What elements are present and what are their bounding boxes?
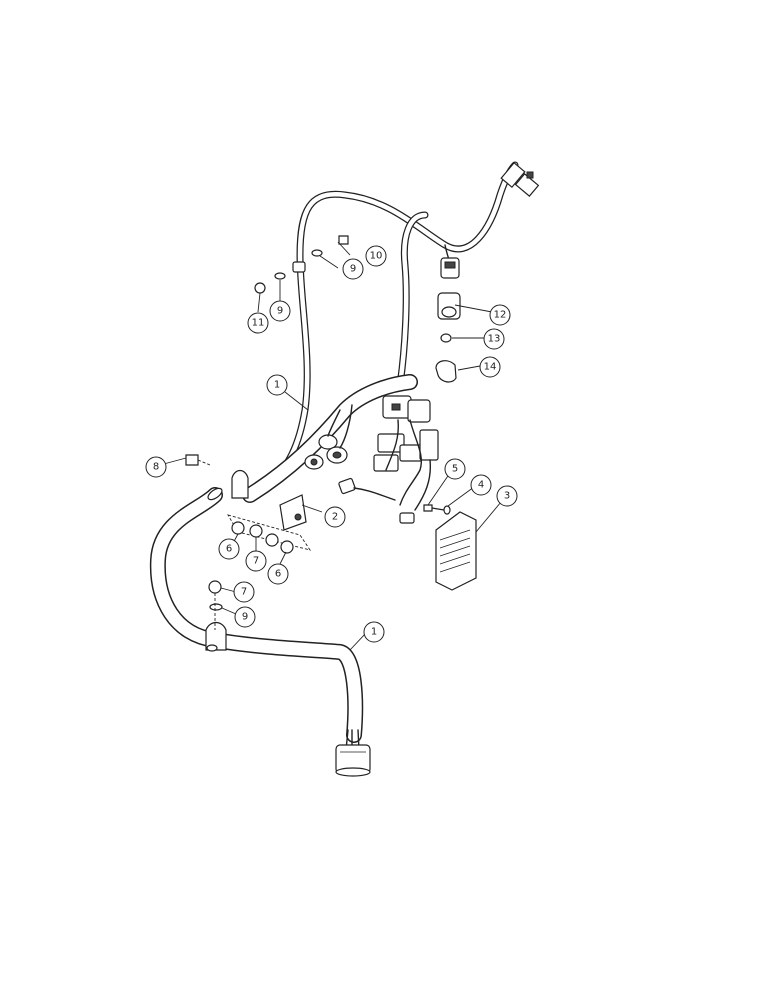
callout-label: 11 — [252, 318, 265, 329]
callout-label: 9 — [277, 306, 283, 317]
callout-9a: 9 — [342, 258, 364, 280]
callout-5: 5 — [444, 458, 466, 480]
callout-9c: 9 — [234, 606, 256, 628]
callout-12: 12 — [489, 304, 511, 326]
callout-label: 9 — [242, 612, 248, 623]
callout-label: 10 — [370, 251, 383, 262]
callout-label: 2 — [332, 512, 338, 523]
callout-label: 9 — [350, 264, 356, 275]
callout-13: 13 — [483, 328, 505, 350]
callout-label: 1 — [274, 380, 280, 391]
callout-label: 8 — [153, 462, 159, 473]
ignition-parts — [435, 257, 461, 383]
callout-7a: 7 — [245, 550, 267, 572]
callout-8: 8 — [145, 456, 167, 478]
callout-label: 4 — [478, 480, 484, 491]
callout-label: 7 — [241, 587, 247, 598]
callout-label: 13 — [488, 334, 501, 345]
callout-4: 4 — [470, 474, 492, 496]
module-3 — [423, 504, 477, 591]
connector-cluster — [304, 395, 439, 524]
lower-harness — [149, 487, 371, 777]
callout-label: 14 — [484, 362, 497, 373]
bracket-parts — [185, 454, 312, 630]
callout-14: 14 — [479, 356, 501, 378]
callout-label: 5 — [452, 464, 458, 475]
callout-10: 10 — [365, 245, 387, 267]
upper-harness — [242, 161, 540, 503]
callout-label: 7 — [253, 556, 259, 567]
callout-label: 6 — [275, 569, 281, 580]
callout-label: 1 — [371, 627, 377, 638]
callout-11: 11 — [247, 312, 269, 334]
callout-2: 2 — [324, 506, 346, 528]
callout-9b: 9 — [269, 300, 291, 322]
callout-3: 3 — [496, 485, 518, 507]
callout-7b: 7 — [233, 581, 255, 603]
callout-1-lower: 1 — [363, 621, 385, 643]
callout-label: 12 — [494, 310, 507, 321]
hardware-top — [254, 235, 349, 294]
callout-label: 3 — [504, 491, 510, 502]
callout-6a: 6 — [218, 538, 240, 560]
callout-1-upper: 1 — [266, 374, 288, 396]
callout-6b: 6 — [267, 563, 289, 585]
callout-label: 6 — [226, 544, 232, 555]
